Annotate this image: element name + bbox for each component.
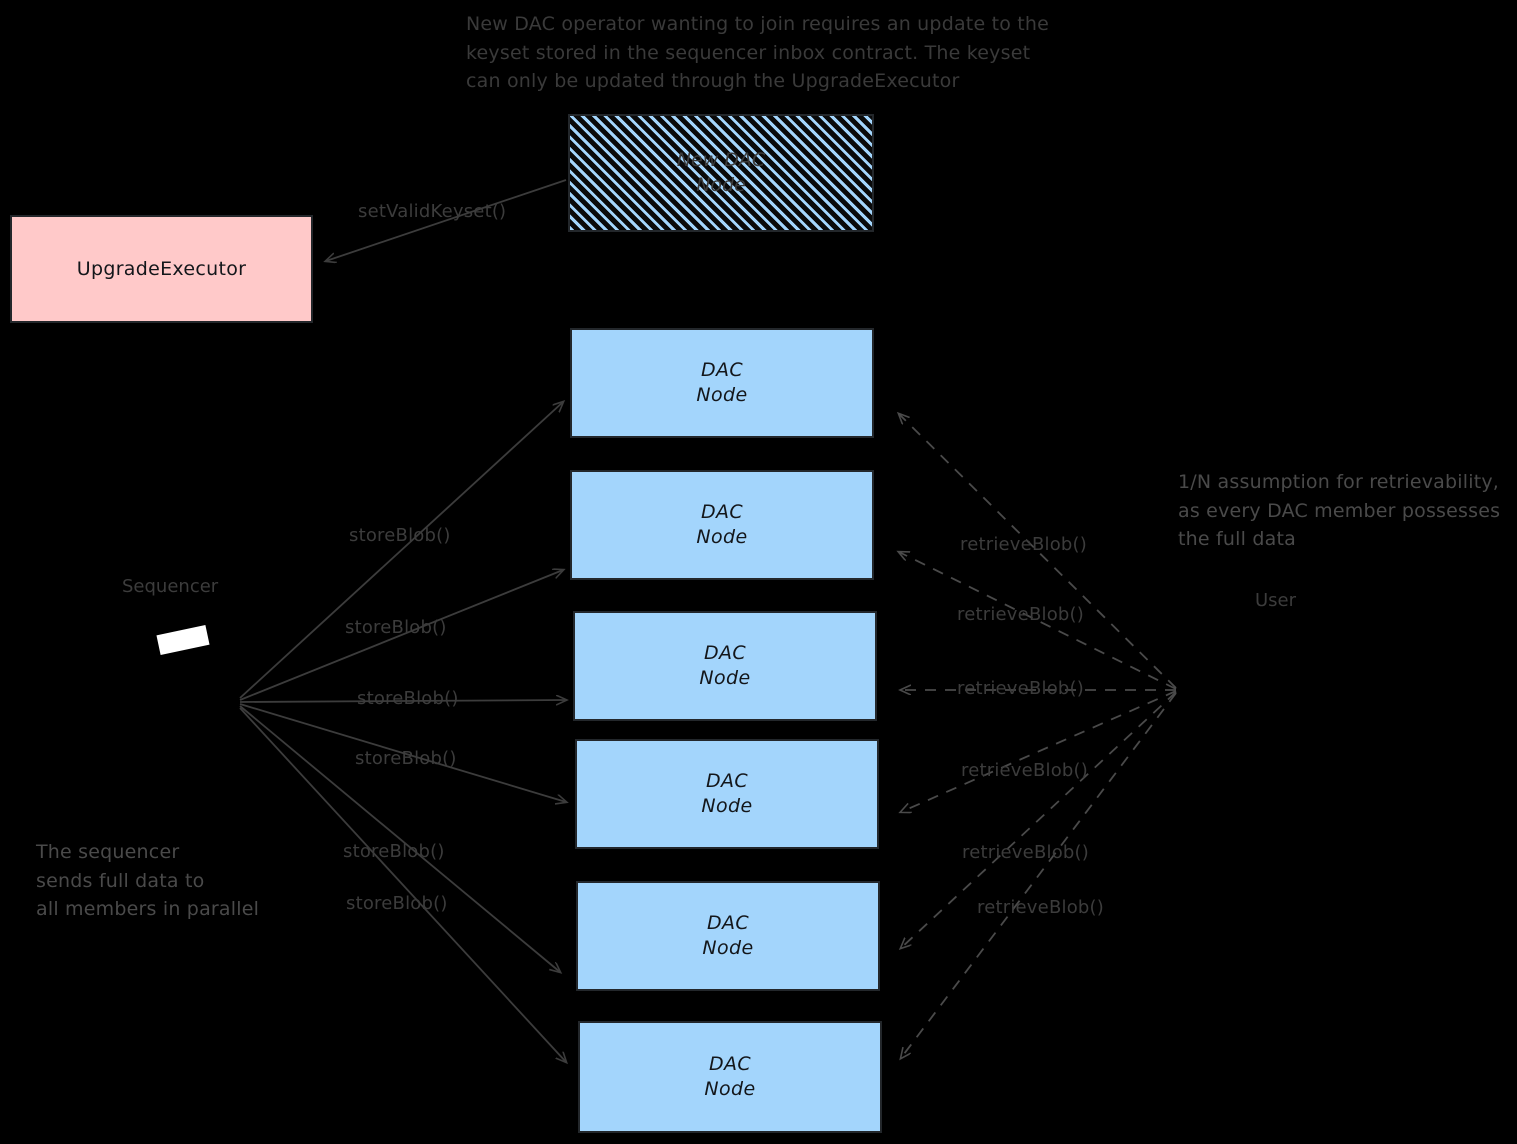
edge-retrieve-blob-5 [901, 691, 1177, 948]
dac-node-5-line1: DAC [706, 911, 750, 934]
edge-label-retrieve-blob-5: retrieveBlob() [962, 842, 1089, 863]
dac-node-3-line2: Node [699, 667, 751, 689]
edge-label-set-valid-keyset: setValidKeyset() [358, 201, 507, 222]
edge-label-retrieve-blob-1: retrieveBlob() [960, 534, 1087, 555]
dac-node-5[interactable]: DAC Node [576, 881, 880, 991]
edge-store-blob-3 [239, 700, 566, 702]
dac-node-1-line1: DAC [700, 358, 744, 381]
dac-node-4-line1: DAC [705, 769, 749, 792]
new-dac-node-line1: New DAC [676, 148, 766, 171]
sequencer-label: Sequencer [122, 576, 219, 597]
dac-node-6-line1: DAC [708, 1052, 752, 1075]
dac-node-4-line2: Node [701, 795, 753, 817]
edge-retrieve-blob-group [899, 414, 1177, 1058]
note-right: 1/N assumption for retrievability, as ev… [1178, 471, 1501, 550]
dac-node-6[interactable]: DAC Node [578, 1021, 882, 1133]
edge-label-retrieve-blob-6: retrieveBlob() [977, 897, 1104, 918]
edge-label-store-blob-6: storeBlob() [346, 893, 448, 914]
edge-label-store-blob-5: storeBlob() [343, 841, 445, 862]
dac-node-2-line1: DAC [700, 500, 744, 523]
dac-node-1-line2: Node [696, 384, 748, 406]
edge-store-blob-6 [239, 707, 566, 1062]
edge-store-blob-1 [239, 402, 563, 699]
new-dac-node-box[interactable]: New DAC Node [568, 114, 874, 232]
dac-node-2[interactable]: DAC Node [570, 470, 874, 580]
edge-label-retrieve-blob-3: retrieveBlob() [957, 678, 1084, 699]
edge-label-store-blob-3: storeBlob() [357, 688, 459, 709]
dac-node-5-line2: Node [702, 937, 754, 959]
edge-set-valid-keyset [326, 179, 567, 261]
edge-store-blob-5 [239, 705, 560, 972]
edge-store-blob-4 [239, 703, 566, 802]
note-top: New DAC operator wanting to join require… [466, 13, 1050, 92]
note-left-bottom: The sequencer sends full data to all mem… [36, 841, 260, 920]
edge-retrieve-blob-4 [901, 690, 1177, 812]
edge-label-store-blob-2: storeBlob() [345, 617, 447, 638]
edge-store-blob-group [239, 402, 566, 1062]
dac-node-1[interactable]: DAC Node [570, 328, 874, 438]
dac-node-6-line2: Node [704, 1078, 756, 1100]
new-dac-node-line2: Node [696, 174, 746, 196]
dac-node-2-line2: Node [696, 526, 748, 548]
edge-store-blob-2 [239, 570, 563, 701]
edge-retrieve-blob-6 [901, 692, 1177, 1058]
edge-label-retrieve-blob-2: retrieveBlob() [957, 604, 1084, 625]
user-label: User [1255, 590, 1297, 611]
edge-retrieve-blob-1 [899, 414, 1177, 689]
dac-node-3-line1: DAC [703, 641, 747, 664]
edge-label-store-blob-1: storeBlob() [349, 525, 451, 546]
upgrade-executor-label: UpgradeExecutor [76, 258, 247, 280]
upgrade-executor-box[interactable]: UpgradeExecutor [10, 215, 313, 323]
dac-node-4[interactable]: DAC Node [575, 739, 879, 849]
edge-label-retrieve-blob-4: retrieveBlob() [961, 760, 1088, 781]
edge-label-store-blob-4: storeBlob() [355, 748, 457, 769]
dac-node-3[interactable]: DAC Node [573, 611, 877, 721]
